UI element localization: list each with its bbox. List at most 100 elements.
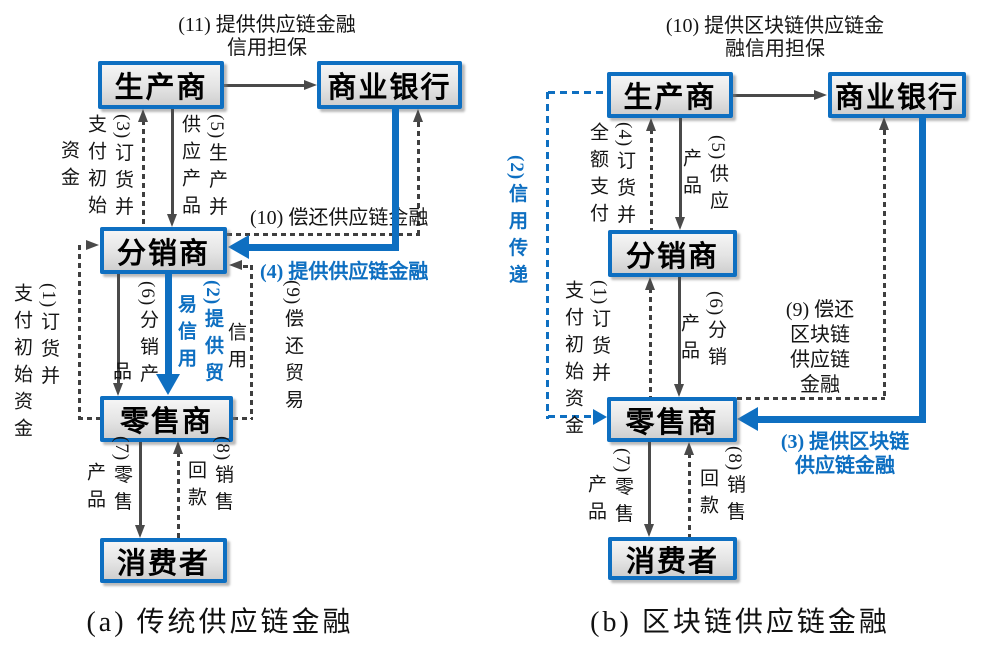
edge-trade-credit-a-line bbox=[165, 274, 172, 375]
label-trade-credit-a: (2)提供贸 易信用 bbox=[172, 280, 226, 389]
edge-repay-trade-a-hline-bottom bbox=[233, 417, 253, 420]
edge-repay-scf-a-hline bbox=[227, 233, 420, 236]
label-provide-bscf-b-line2: 供应链金融 bbox=[795, 455, 895, 477]
node-distributor-b: 分销商 bbox=[608, 230, 737, 277]
edge-order-producer-a-line bbox=[142, 120, 145, 227]
label-trade-credit-a-text0: 提供贸 bbox=[202, 308, 223, 390]
edge-credit-transfer-b-hline-bottom bbox=[548, 415, 595, 418]
label-repay-trade-a-col0: (9)偿还贸易 bbox=[279, 280, 306, 416]
label-order-fullpay-b-text0: 订货并 bbox=[614, 150, 635, 232]
label-credit-transfer-b-col0: (2)信用传递 bbox=[503, 155, 530, 291]
label-order-retailer-b: (1)订货并 支付初始资金 bbox=[559, 280, 613, 442]
label-supply-products-a: (5)生产并 供应产品 bbox=[176, 114, 230, 223]
label-supply-products-a-num: (5) bbox=[206, 114, 227, 140]
label-credit-transfer-b-text0: 信用传递 bbox=[506, 183, 527, 292]
label-sales-return-a-col0: (8)销售 bbox=[209, 436, 236, 518]
edge-order-distributor-a-vline bbox=[78, 245, 81, 419]
label-retail-a-col0: (7)零售 bbox=[108, 436, 135, 518]
edge-repay-bscf-b-hline bbox=[737, 397, 885, 400]
edge-retail-a-line bbox=[139, 442, 142, 526]
edge-guarantee-a-arrowhead bbox=[304, 80, 317, 90]
label-distribute-b: (6)分销 产品 bbox=[675, 291, 729, 373]
label-sales-return-b-num: (8) bbox=[724, 446, 745, 472]
node-bank-b-label: 商业银行 bbox=[834, 82, 959, 114]
label-order-distributor-a-col1: 支付初始资金 bbox=[11, 283, 32, 445]
label-repay-trade-a: (9)偿还贸易 信用 bbox=[222, 280, 306, 416]
node-consumer-b: 消费者 bbox=[608, 537, 737, 580]
edge-supply-b-line bbox=[679, 118, 682, 218]
edge-provide-bscf-b-arrowhead bbox=[737, 407, 758, 431]
label-order-fullpay-b-col1: 全额支付 bbox=[587, 122, 608, 230]
label-guarantee-a: (11) 提供供应链金融 信用担保 bbox=[137, 14, 397, 60]
node-bank-a: 商业银行 bbox=[317, 61, 462, 109]
label-repay-trade-a-text0: 偿还贸易 bbox=[282, 308, 303, 417]
label-guarantee-b-line2: 融信用担保 bbox=[725, 38, 825, 60]
node-distributor-a-label: 分销商 bbox=[116, 237, 210, 270]
edge-trade-credit-a-arrowhead bbox=[156, 374, 180, 395]
label-retail-b-num: (7) bbox=[612, 448, 633, 474]
label-distribute-b-text0: 分销 bbox=[705, 319, 726, 374]
label-supply-b-col0: (5)供应 bbox=[704, 135, 731, 217]
label-provide-bscf-b: (3) 提供区块链 供应链金融 bbox=[765, 430, 925, 478]
label-order-retailer-b-col0: (1)订货并 bbox=[586, 280, 613, 442]
edge-provide-scf-a-arrowhead bbox=[228, 235, 249, 259]
label-guarantee-a-line2: 信用担保 bbox=[227, 37, 307, 59]
label-repay-bscf-b-line4: 金融 bbox=[800, 374, 840, 396]
label-order-distributor-a-col0: (1)订货并 bbox=[35, 283, 62, 445]
label-sales-return-b-col1: 回款 bbox=[697, 468, 718, 522]
label-supply-products-a-text0: 生产并 bbox=[206, 142, 227, 224]
label-sales-return-b-col0: (8)销售 bbox=[721, 446, 748, 528]
label-distribute-a-num: (6) bbox=[137, 281, 158, 307]
edge-provide-scf-a-hline bbox=[247, 244, 399, 251]
label-order-producer-a-text0: 订货并 bbox=[112, 142, 133, 224]
label-trade-credit-a-col1: 易信用 bbox=[175, 294, 196, 375]
label-supply-b-num: (5) bbox=[707, 135, 728, 161]
edge-guarantee-b-arrowhead bbox=[814, 90, 827, 100]
label-guarantee-b: (10) 提供区块链供应链金 融信用担保 bbox=[645, 15, 905, 61]
node-retailer-b-label: 零售商 bbox=[625, 406, 719, 439]
label-sales-return-a: (8)销售 回款 bbox=[182, 436, 236, 518]
label-order-fullpay-b-num: (4) bbox=[614, 122, 635, 148]
node-bank-a-label: 商业银行 bbox=[327, 72, 452, 104]
edge-order-retailer-b-arrowhead bbox=[645, 277, 655, 290]
edge-distribute-b-line bbox=[678, 277, 681, 385]
label-trade-credit-a-num: (2) bbox=[202, 280, 223, 306]
label-credit-transfer-b: (2)信用传递 bbox=[503, 155, 530, 291]
label-order-retailer-b-num: (1) bbox=[589, 280, 610, 306]
edge-provide-scf-a-vline bbox=[392, 109, 399, 251]
label-distribute-a-col0: (6)分销产 bbox=[134, 281, 161, 390]
node-producer-b: 生产商 bbox=[607, 72, 733, 118]
label-retail-a-col1: 产品 bbox=[84, 462, 105, 516]
label-distribute-b-col0: (6)分销 bbox=[702, 291, 729, 373]
label-order-retailer-b-col1: 支付初始资金 bbox=[562, 280, 583, 442]
label-supply-b: (5)供应 产品 bbox=[677, 135, 731, 217]
edge-provide-bscf-b-vline bbox=[919, 117, 926, 423]
edge-retail-b-line bbox=[648, 442, 651, 525]
edge-credit-transfer-b-arrowhead bbox=[593, 409, 607, 425]
edge-distribute-b-arrowhead bbox=[674, 384, 684, 397]
label-retail-b-col0: (7)零售 bbox=[609, 448, 636, 530]
edge-order-retailer-b-line bbox=[649, 288, 652, 397]
node-bank-b: 商业银行 bbox=[828, 72, 966, 118]
label-repay-scf-a: (10) 偿还供应链金融 bbox=[250, 207, 429, 229]
label-distribute-a-text0: 分销产 bbox=[137, 309, 158, 391]
node-retailer-a-label: 零售商 bbox=[119, 406, 213, 438]
edge-repay-trade-a-hline-top bbox=[243, 265, 253, 268]
node-producer-a-label: 生产商 bbox=[114, 72, 208, 104]
edge-order-producer-a-arrowhead bbox=[138, 109, 148, 122]
label-credit-transfer-b-num: (2) bbox=[506, 155, 527, 181]
edge-order-fullpay-b-line bbox=[650, 129, 653, 230]
label-supply-products-a-col0: (5)生产并 bbox=[203, 114, 230, 223]
label-retail-b: (7)零售 产品 bbox=[582, 448, 636, 530]
edge-provide-bscf-b-hline bbox=[755, 416, 926, 423]
label-repay-trade-a-num: (9) bbox=[282, 280, 303, 306]
label-repay-bscf-b-line1: (9) 偿还 bbox=[785, 299, 855, 321]
edge-credit-transfer-b-vline bbox=[546, 92, 549, 419]
edge-order-distributor-a-hline bbox=[78, 417, 100, 420]
label-order-distributor-a: (1)订货并 支付初始资金 bbox=[8, 283, 62, 445]
edge-distribute-a-arrowhead bbox=[113, 383, 123, 396]
label-guarantee-a-line1: (11) 提供供应链金融 bbox=[178, 14, 356, 36]
edge-order-distributor-a-arrowhead bbox=[86, 240, 99, 250]
label-repay-trade-a-col1: 信用 bbox=[225, 322, 246, 376]
edge-repay-scf-a-vline bbox=[417, 122, 420, 236]
